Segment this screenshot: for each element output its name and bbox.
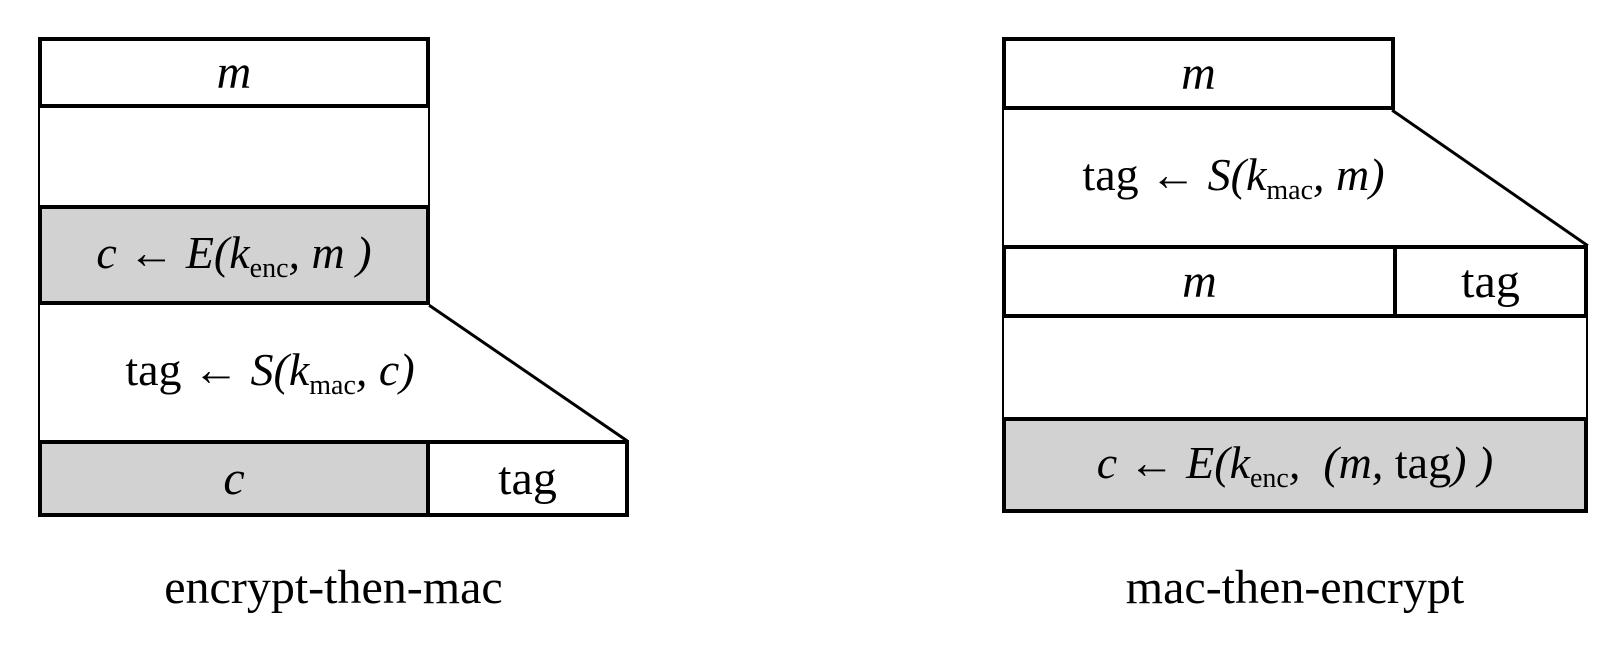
mte-encrypt-formula: c ← E(kenc, (m, tag) ) bbox=[1096, 436, 1494, 494]
mte-signed-message-label: m bbox=[1182, 255, 1217, 308]
etm-output-tag-cell: tag bbox=[426, 444, 625, 513]
etm-sign-formula: tag ← S(kmac, c) bbox=[125, 344, 415, 401]
etm-diagonal-line bbox=[428, 304, 629, 443]
etm-encrypt-box: c ← E(kenc, m ) bbox=[38, 205, 430, 305]
etm-message-box: m bbox=[38, 37, 430, 108]
mte-diagonal-line bbox=[1391, 109, 1589, 247]
etm-sign-region: tag ← S(kmac, c) bbox=[38, 305, 430, 440]
etm-output-cipher-cell: c bbox=[42, 444, 426, 513]
etm-gap-region bbox=[38, 108, 430, 205]
mte-caption: mac-then-encrypt bbox=[1125, 561, 1465, 614]
mte-encrypt-box: c ← E(kenc, (m, tag) ) bbox=[1002, 417, 1588, 513]
mte-signed-row: m tag bbox=[1002, 245, 1588, 318]
mte-signed-tag-cell: tag bbox=[1393, 249, 1584, 314]
mte-signed-message-cell: m bbox=[1006, 249, 1393, 314]
mte-message-label: m bbox=[1181, 47, 1216, 100]
etm-output-tag-label: tag bbox=[498, 452, 557, 505]
mte-signed-tag-label: tag bbox=[1461, 255, 1520, 308]
mte-sign-formula: tag ← S(kmac, m) bbox=[1082, 149, 1385, 206]
mte-sign-region: tag ← S(kmac, m) bbox=[1002, 110, 1393, 245]
etm-encrypt-formula: c ← E(kenc, m ) bbox=[96, 226, 372, 284]
etm-output-cipher-label: c bbox=[223, 452, 245, 505]
etm-message-label: m bbox=[216, 46, 252, 99]
mte-gap-region bbox=[1002, 318, 1588, 417]
etm-output-row: c tag bbox=[38, 440, 629, 517]
mte-message-box: m bbox=[1002, 37, 1395, 110]
etm-caption: encrypt-then-mac bbox=[164, 561, 503, 614]
